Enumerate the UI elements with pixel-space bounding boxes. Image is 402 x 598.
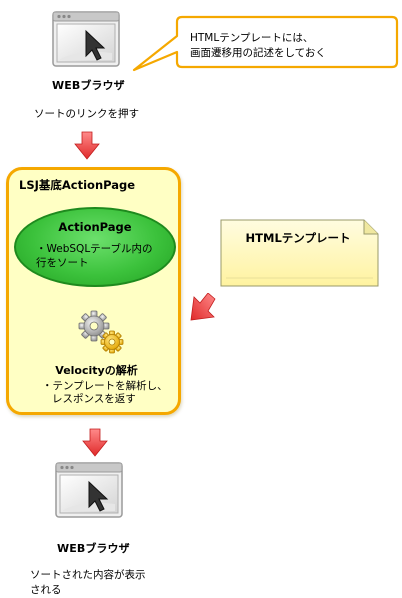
web-browser-icon-bottom [55,462,123,518]
velocity-description: ・テンプレートを解析し、 レスポンスを返す [42,380,177,406]
browser-top-label: WEBブラウザ [52,79,125,92]
arrow-diagonal [190,293,216,321]
arrow-down-2 [82,428,108,457]
lsj-actionpage-box: LSJ基底ActionPage ActionPage ・WebSQLテーブル内の… [6,167,181,415]
callout-text: HTMLテンプレートには、 画面遷移用の記述をしておく [190,31,390,61]
lsj-box-title: LSJ基底ActionPage [19,178,136,192]
browser-bottom-label: WEBブラウザ [57,542,130,555]
browser-bottom-desc-line-1: ソートされた内容が表示 [30,569,146,581]
velocity-title: Velocityの解析 [55,364,138,377]
browser-bottom-desc-line-2: される [30,584,62,596]
actionpage-title: ActionPage [58,220,132,234]
callout-line-1: HTMLテンプレートには、 [190,32,314,44]
html-template-label: HTMLテンプレート [245,231,351,245]
actionpage-desc-line-1: ・WebSQLテーブル内の [36,243,153,255]
arrow-down-1 [74,131,100,160]
velocity-desc-line-2: レスポンスを返す [52,393,136,405]
html-template-document [220,219,379,287]
callout-line-2: 画面遷移用の記述をしておく [190,47,326,59]
callout-bubble [132,15,399,72]
browser-bottom-description: ソートされた内容が表示 される [30,568,146,598]
browser-top-description: ソートのリンクを押す [34,108,139,120]
actionpage-desc-line-2: 行をソート [36,257,89,269]
actionpage-description: ・WebSQLテーブル内の 行をソート [36,242,166,270]
velocity-desc-line-1: ・テンプレートを解析し、 [42,380,168,392]
web-browser-icon [52,11,120,67]
gears-icon [78,310,124,354]
actionpage-ellipse: ActionPage ・WebSQLテーブル内の 行をソート [14,207,176,287]
